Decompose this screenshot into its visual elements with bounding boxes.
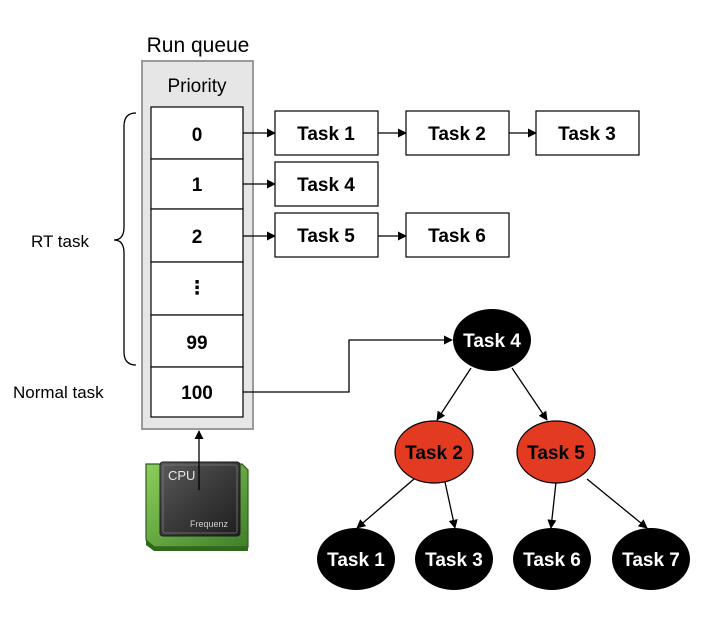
task-box-label: Task 1 <box>297 124 355 145</box>
queue-row-label: 2 <box>192 227 203 248</box>
chip-die-highlight <box>162 464 238 534</box>
tree-edge <box>586 478 648 529</box>
rt-task-brace <box>113 112 137 366</box>
task-box <box>535 110 640 156</box>
task-box-label: Task 2 <box>428 124 486 145</box>
task-box <box>405 212 510 258</box>
queue-row <box>150 106 244 160</box>
queue-row <box>150 366 244 418</box>
queue-list-row-2: Task 5 Task 6 <box>243 212 510 258</box>
rt-task-label: RT task <box>31 232 89 251</box>
queue-row-label: ⋮ <box>188 278 207 299</box>
normal-task-connector <box>243 335 453 393</box>
tree-node-label: Task 3 <box>425 550 483 571</box>
tree-node-black <box>612 528 690 590</box>
normal-task-label: Normal task <box>13 383 104 402</box>
queue-row-label: 1 <box>192 175 203 196</box>
queue-rows: 0 1 2 ⋮ 99 100 <box>150 106 244 418</box>
cpu-label: CPU <box>168 468 195 483</box>
queue-row-label: 99 <box>186 333 207 354</box>
priority-header: Priority <box>167 76 227 97</box>
queue-list-row-1: Task 4 <box>243 161 379 207</box>
tree-edge <box>356 478 415 529</box>
tree-node-label: Task 1 <box>327 550 385 571</box>
task-box-label: Task 6 <box>428 226 486 247</box>
tree-edge <box>511 367 548 421</box>
tree-node-red <box>516 420 596 484</box>
task-box-label: Task 4 <box>297 175 355 196</box>
run-queue-title: Run queue <box>147 34 250 57</box>
queue-row <box>150 158 244 210</box>
task-box <box>274 212 379 258</box>
tree-node-black <box>415 528 493 590</box>
tree-edge <box>436 367 472 421</box>
cpu-chip-icon: CPU Frequenz <box>145 461 249 551</box>
tree-node-black <box>513 528 591 590</box>
queue-row <box>150 314 244 368</box>
tree-node-label: Task 2 <box>405 443 463 464</box>
tree-edge <box>444 481 458 529</box>
tree-node-label: Task 5 <box>527 443 585 464</box>
tree-node-black <box>453 309 531 371</box>
chip-die <box>159 461 241 537</box>
rb-tree: Task 4 Task 2 Task 5 Task 1 Task 3 Task … <box>317 309 690 590</box>
tree-node-black <box>317 528 395 590</box>
chip-board-edge <box>146 540 248 551</box>
queue-row-label: 0 <box>192 125 203 146</box>
tree-edge <box>547 481 557 529</box>
task-box-label: Task 5 <box>297 226 355 247</box>
tree-node-red <box>394 420 474 484</box>
cpu-brand: Frequenz <box>190 519 229 529</box>
queue-row-label: 100 <box>181 383 213 404</box>
task-box <box>405 110 510 156</box>
queue-list-row-0: Task 1 Task 2 Task 3 <box>243 110 640 156</box>
tree-node-label: Task 7 <box>622 550 680 571</box>
task-box-label: Task 3 <box>558 124 616 145</box>
tree-node-label: Task 6 <box>523 550 581 571</box>
tree-edges <box>356 367 648 529</box>
task-box <box>274 161 379 207</box>
tree-node-label: Task 4 <box>463 331 521 352</box>
